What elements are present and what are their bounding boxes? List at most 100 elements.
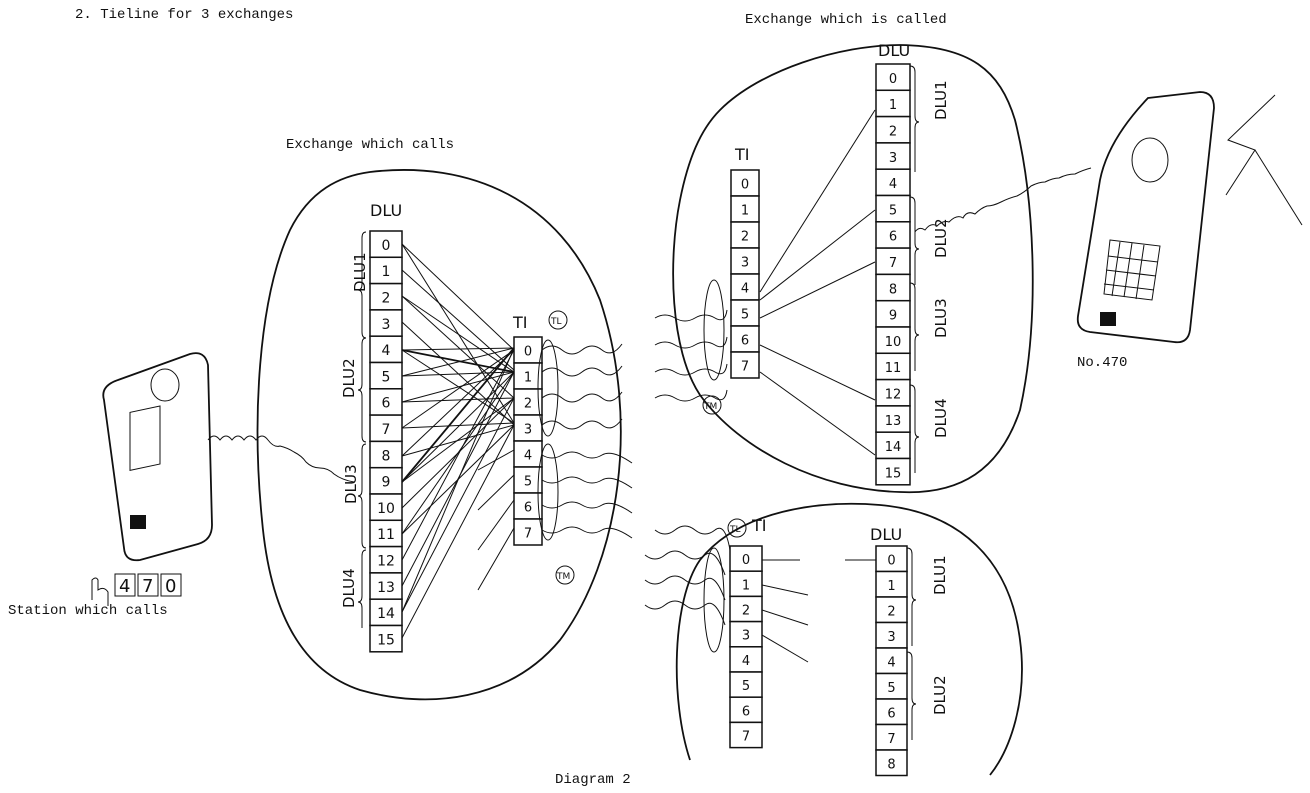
third-ti-cell-label-4: 4 xyxy=(742,654,750,669)
dial-key-3 xyxy=(160,573,182,597)
calling-dlu-cell-15 xyxy=(369,624,403,653)
tl-marker-2: TL xyxy=(729,525,741,535)
station-label: Station which calls xyxy=(8,603,168,619)
called-dlu-cell-label-8: 8 xyxy=(889,282,897,297)
calling-ti-cell-label-3: 3 xyxy=(524,423,532,438)
called-ti-cell-label-6: 6 xyxy=(741,334,749,349)
calling-dlu-cell-label-15: 15 xyxy=(377,632,395,648)
calling-ti-cell-label-4: 4 xyxy=(524,449,532,464)
calling-dlu4-label: DLU4 xyxy=(340,568,358,608)
tm-marker-2: TM xyxy=(703,402,717,412)
third-dlu-cell-label-6: 6 xyxy=(887,706,895,721)
calling-ti-cell-label-5: 5 xyxy=(524,475,532,490)
called-ti-cell-label-3: 3 xyxy=(741,256,749,271)
called-dlu-cell-label-4: 4 xyxy=(889,177,897,192)
called-ti-header: TI xyxy=(734,145,750,164)
active-call-path xyxy=(401,347,515,483)
dial-key-2 xyxy=(137,573,159,597)
called-dlu-cell-label-15: 15 xyxy=(885,466,902,481)
called-ti-cell-3 xyxy=(730,247,760,275)
called-switch-matrix xyxy=(759,109,876,456)
called-dlu1-label: DLU1 xyxy=(932,80,950,120)
group-brackets xyxy=(357,65,920,740)
called-dlu-cell-2 xyxy=(875,115,911,144)
calling-switch-matrix xyxy=(401,243,515,639)
third-ti-cell-label-2: 2 xyxy=(742,604,750,619)
called-ti-cell-label-5: 5 xyxy=(741,308,749,323)
called-dlu-cell-14 xyxy=(875,431,911,460)
called-handset-button-icon xyxy=(1100,312,1116,326)
called-dlu-cell-label-1: 1 xyxy=(889,98,897,113)
calling-ti-cell-label-7: 7 xyxy=(524,527,532,542)
third-dlu-cell-8 xyxy=(875,749,908,777)
dial-digit-3: 0 xyxy=(165,576,176,597)
calling-dlu-cell-label-10: 10 xyxy=(377,501,395,517)
calling-dlu-cell-label-13: 13 xyxy=(377,580,395,596)
called-ti-cell-2 xyxy=(730,221,760,249)
third-ti-cell-5 xyxy=(729,671,763,698)
third-dlu-cell-label-2: 2 xyxy=(887,604,895,619)
called-dlu-cell-label-7: 7 xyxy=(889,256,897,271)
third-dlu-cell-2 xyxy=(875,596,908,624)
calling-dlu-cell-label-12: 12 xyxy=(377,554,395,570)
dial-keys: 4 7 0 xyxy=(91,573,182,606)
third-dlu-cell-label-3: 3 xyxy=(887,630,895,645)
third-switch-matrix xyxy=(761,559,876,663)
ringing-signal-icon xyxy=(1225,94,1276,196)
third-exchange-outline xyxy=(675,502,1023,776)
calling-dlu-header: DLU xyxy=(370,201,402,220)
calling-ti-cell-label-6: 6 xyxy=(524,501,532,516)
called-dlu-cell-label-6: 6 xyxy=(889,230,897,245)
called-dlu-cell-label-9: 9 xyxy=(889,309,897,324)
calling-ti-cell-label-1: 1 xyxy=(524,371,532,386)
called-dlu-cell-7 xyxy=(875,247,911,276)
calling-dlu-cell-label-1: 1 xyxy=(382,264,391,280)
third-ti-cell-label-5: 5 xyxy=(742,679,750,694)
called-dlu-cell-12 xyxy=(875,378,911,407)
third-dlu2-label: DLU2 xyxy=(931,675,949,715)
called-dlu-cell-0 xyxy=(875,63,911,92)
third-ti-header: TI xyxy=(751,516,767,535)
third-dlu-cell-4 xyxy=(875,647,908,675)
called-dlu-cell-11 xyxy=(875,352,911,381)
calling-dlu-cell-label-4: 4 xyxy=(382,343,391,359)
called-dlu4-label: DLU4 xyxy=(932,398,950,438)
calling-ti-cell-1 xyxy=(513,362,543,390)
called-ti-cell-1 xyxy=(730,195,760,223)
diagram-heading: 2. Tieline for 3 exchanges xyxy=(75,7,293,23)
calling-dlu-cell-14 xyxy=(369,598,403,627)
called-dlu-cell-9 xyxy=(875,299,911,328)
third-dlu-cell-label-4: 4 xyxy=(887,655,895,670)
third-ti-cell-label-1: 1 xyxy=(742,578,750,593)
called-dlu-cell-label-13: 13 xyxy=(885,414,902,429)
called-dlu-cell-6 xyxy=(875,221,911,249)
calling-ti-cell-label-0: 0 xyxy=(524,345,532,360)
calling-dlu-cell-label-0: 0 xyxy=(382,238,391,254)
third-dlu-cell-label-0: 0 xyxy=(887,553,895,568)
calling-dlu-cell-label-14: 14 xyxy=(377,606,395,622)
calling-dlu-cell-10 xyxy=(369,493,403,522)
finger-pointer-icon xyxy=(91,577,109,606)
called-ti-cell-label-1: 1 xyxy=(741,204,749,219)
calling-telephone xyxy=(102,352,355,562)
calling-dlu3-label: DLU3 xyxy=(342,464,360,504)
dial-digit-2: 7 xyxy=(142,576,153,597)
tie-lines xyxy=(537,279,731,653)
third-dlu-cell-label-8: 8 xyxy=(887,757,895,772)
tm-marker-1: TM xyxy=(556,572,570,582)
third-dlu-cell-5 xyxy=(875,672,908,700)
calling-dlu-cell-label-5: 5 xyxy=(382,369,391,385)
third-dlu-cell-1 xyxy=(875,570,908,598)
called-ti-cell-0 xyxy=(730,169,760,197)
third-ti-cell-7 xyxy=(729,721,763,749)
calling-dlu-cell-label-6: 6 xyxy=(382,396,391,412)
third-ti-cell-1 xyxy=(729,570,763,598)
called-telephone xyxy=(914,91,1303,344)
third-dlu1-label: DLU1 xyxy=(931,555,949,595)
